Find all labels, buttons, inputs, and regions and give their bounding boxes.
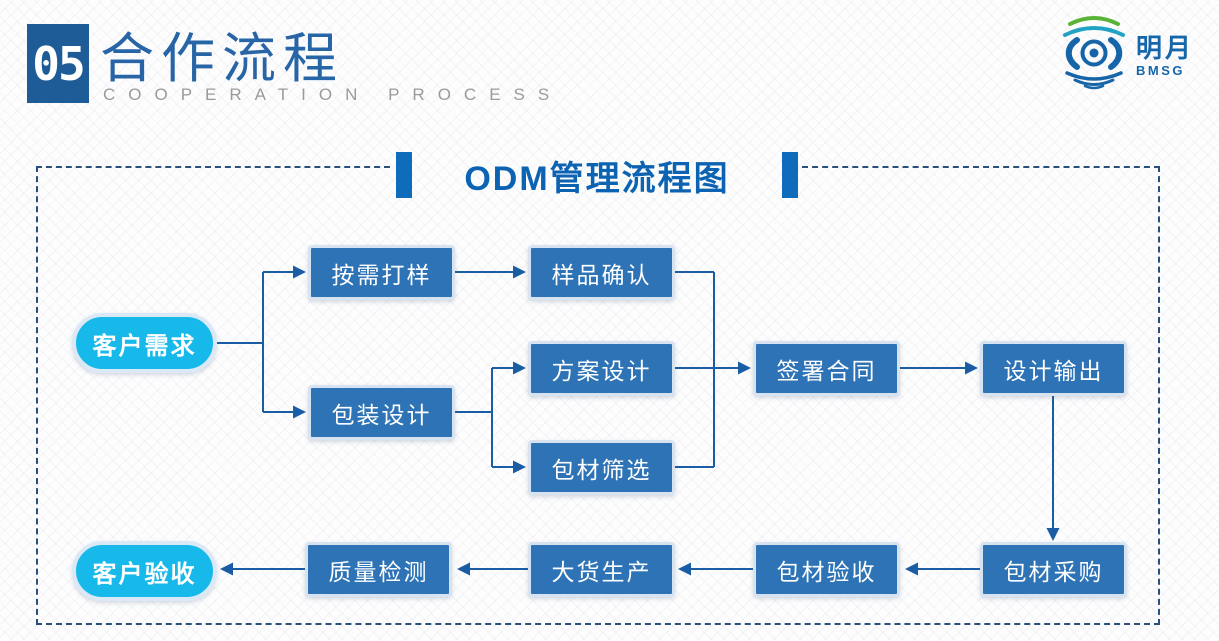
logo-name: 明月 [1136,32,1195,63]
company-logo: 明月 BMSG [1058,8,1194,97]
node-solution-design: 方案设计 [528,341,675,396]
node-design-output: 设计输出 [980,341,1127,396]
node-material-purchase: 包材采购 [980,542,1127,597]
title-bar-left-icon [396,152,412,198]
diagram-title-block: ODM管理流程图 [396,149,798,201]
node-customer-demand: 客户需求 [72,313,217,373]
frame-top-right-segment [802,166,1160,168]
node-sample-confirmation: 样品确认 [528,245,675,300]
page-title: 合作流程 [100,27,344,90]
logo-abbr: BMSG [1136,62,1185,78]
node-quality-inspection: 质量检测 [305,542,452,597]
diagram-title: ODM管理流程图 [464,159,730,198]
frame-top-left-segment [36,166,390,168]
section-number: 05 [27,24,89,103]
node-customer-acceptance: 客户验收 [72,541,217,601]
diagram-frame [36,166,1160,625]
node-sample-on-demand: 按需打样 [308,245,455,300]
moon-eye-logo-icon [1058,8,1130,97]
node-sign-contract: 签署合同 [753,341,900,396]
node-packaging-design: 包装设计 [308,385,455,440]
node-mass-production: 大货生产 [528,542,675,597]
page-subtitle: COOPERATION PROCESS [103,85,563,104]
node-material-screening: 包材筛选 [528,440,675,495]
title-bar-right-icon [781,152,798,198]
node-material-acceptance: 包材验收 [753,542,900,597]
